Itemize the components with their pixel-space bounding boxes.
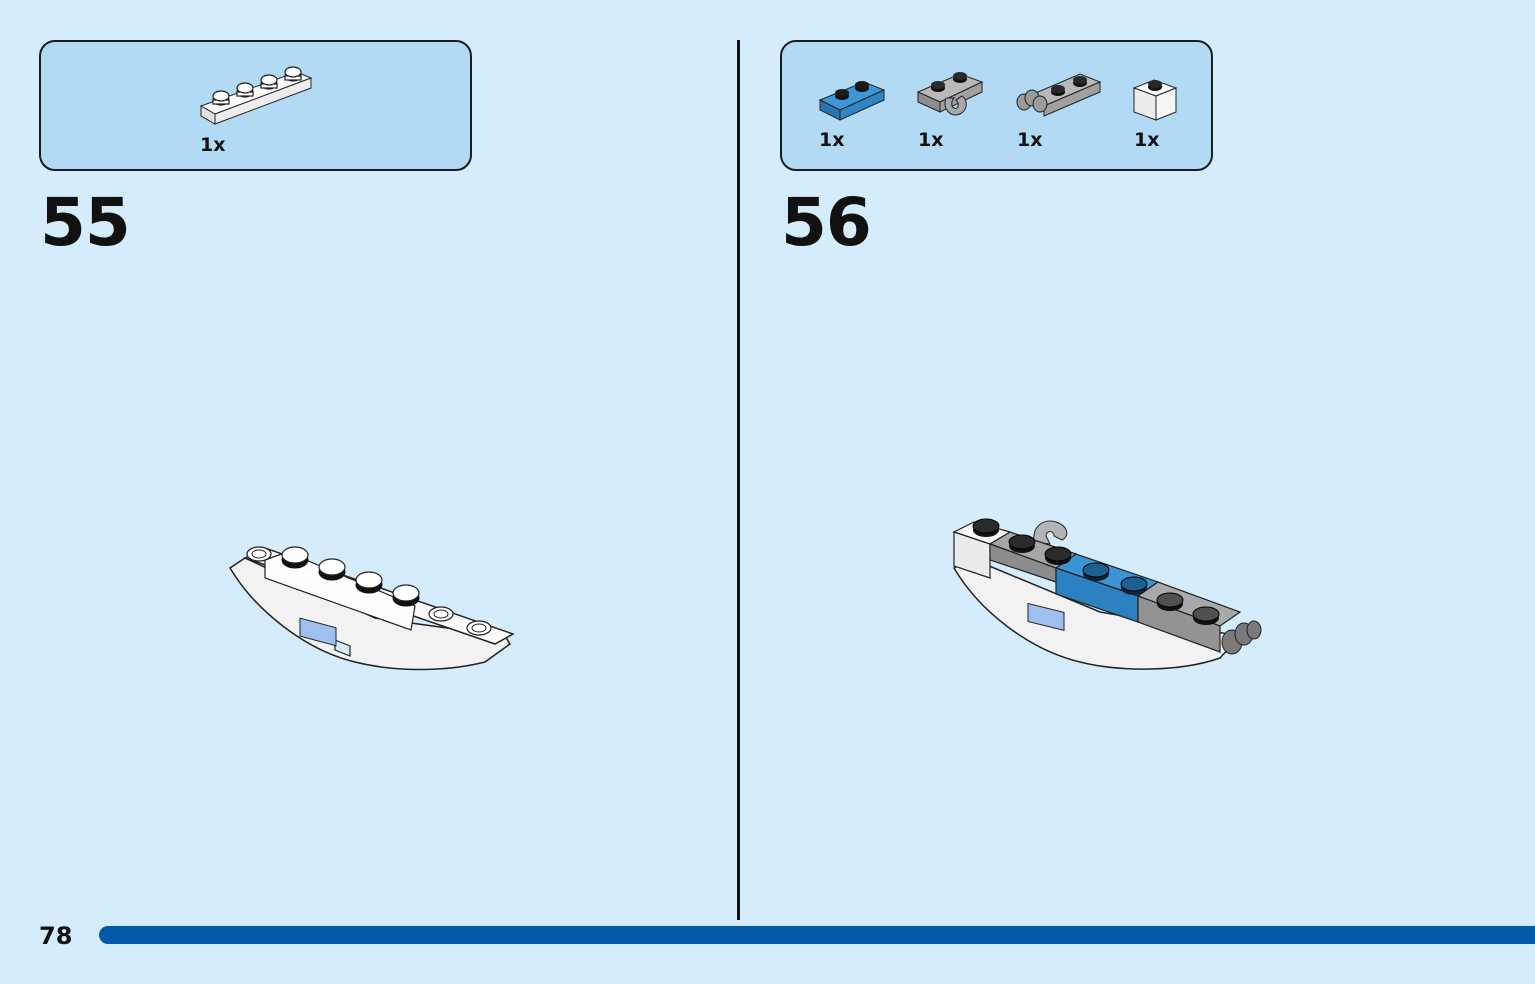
white-brick-1x1-icon bbox=[1132, 74, 1180, 124]
footer-accent-bar bbox=[99, 926, 1535, 944]
page-number: 78 bbox=[39, 922, 73, 950]
gray-plate-hinge-icon bbox=[1014, 70, 1104, 120]
model-step-55 bbox=[225, 540, 525, 684]
parts-box-step-56: 1x 1x 1x 1x bbox=[780, 40, 1213, 171]
part-quantity: 1x bbox=[819, 129, 845, 151]
gray-plate-clip-icon bbox=[916, 68, 986, 124]
part-quantity: 1x bbox=[1017, 129, 1043, 151]
blue-plate-1x2-icon bbox=[818, 76, 888, 126]
model-step-56 bbox=[950, 512, 1280, 686]
part-quantity: 1x bbox=[200, 134, 226, 156]
step-number-56: 56 bbox=[781, 184, 872, 261]
parts-box-step-55: 1x bbox=[39, 40, 472, 171]
step-divider bbox=[737, 40, 740, 920]
white-plate-1x4-icon bbox=[199, 64, 319, 134]
part-quantity: 1x bbox=[1134, 129, 1160, 151]
step-number-55: 55 bbox=[40, 184, 131, 261]
part-quantity: 1x bbox=[918, 129, 944, 151]
